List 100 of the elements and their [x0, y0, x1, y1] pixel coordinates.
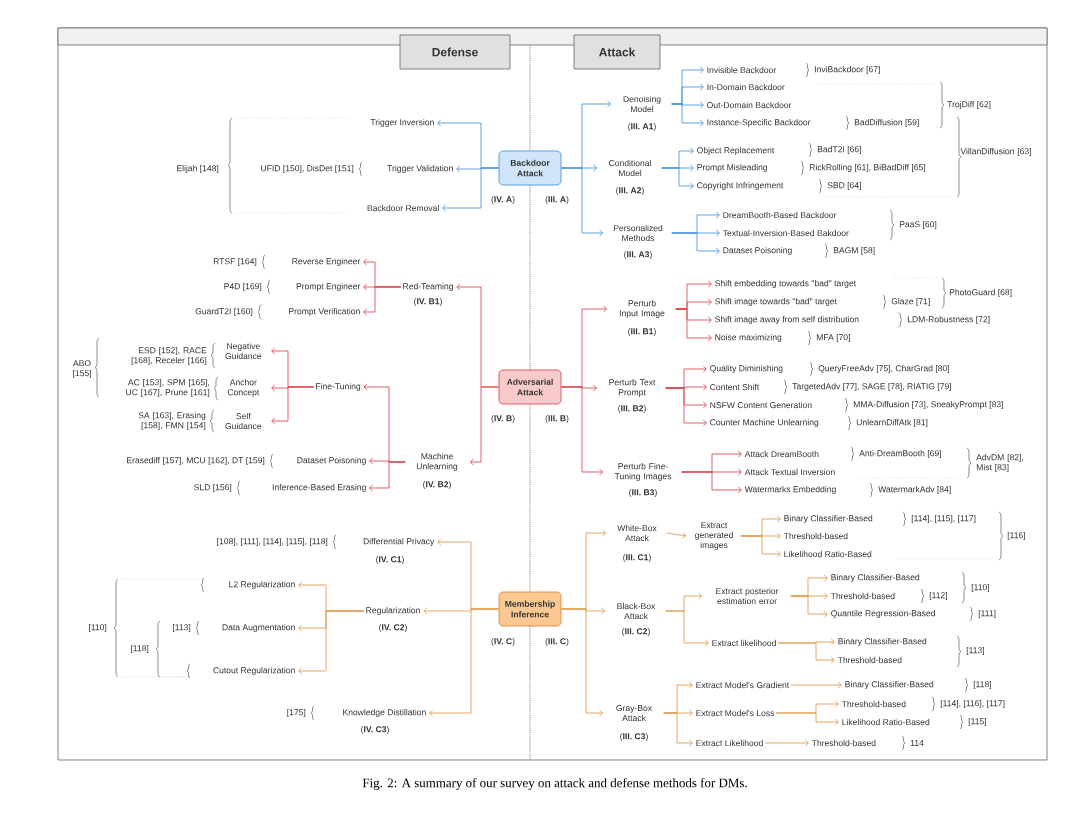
citation-label: 114: [910, 740, 924, 746]
section-number: (IV. C): [491, 638, 515, 646]
branch-label: Binary Classifier-Based: [784, 515, 873, 523]
branch-label: Knowledge Distillation: [343, 709, 426, 717]
branch-label: Quality Diminishing: [710, 365, 783, 373]
branch-label: Threshold-based: [841, 700, 906, 708]
branch-label: In-Domain Backdoor: [707, 83, 785, 91]
branch-label: Dataset Poisoning: [723, 247, 792, 255]
section-number: (III. C): [545, 638, 569, 646]
branch-label: Attack DreamBooth: [744, 450, 819, 458]
branch-label: Data Augmentation: [222, 624, 295, 632]
caption: Fig. 2: A summary of our survey on attack and defense methods for DMs.: [362, 778, 747, 790]
section-number: (III. C1): [623, 554, 651, 562]
branch-label: Binary Classifier-Based: [838, 638, 927, 646]
citation-label: TrojDiff [62]: [947, 101, 991, 109]
citation-label: WatermarkAdv [84]: [878, 486, 951, 494]
arrow: [561, 386, 604, 476]
branch-label: Instance-Specific Backdoor: [707, 119, 811, 127]
citation-label: [118]: [973, 681, 991, 689]
citation-label: TargetedAdv [77], SAGE [78], RIATIG [79]: [792, 383, 951, 391]
citation-label: [114], [116], [117]: [940, 700, 1005, 708]
branch-label: Counter Machine Unlearning: [710, 419, 819, 427]
citation-label: Anti-DreamBooth [69]: [859, 450, 941, 458]
branch-label: Copyright Infringement: [697, 182, 784, 190]
branch-label: Self Guidance: [225, 412, 262, 430]
citation-label: [116]: [1007, 532, 1025, 540]
branch-label: Quantile Regression-Based: [831, 610, 935, 618]
branch-label: Fine-Tuning: [316, 383, 361, 391]
branch-label: Prompt Misleading: [697, 164, 768, 172]
section-header-box: Defense: [399, 34, 511, 70]
branch-label: Threshold-based: [811, 739, 876, 747]
arrow: [775, 712, 839, 726]
branch-label: Binary Classifier-Based: [845, 681, 934, 689]
branch-label: Dataset Poisoning: [297, 457, 366, 465]
branch-label: Prompt Verification: [289, 308, 360, 316]
citation-label: ESD [152], RACE [168], Receler [166]: [131, 347, 207, 365]
branch-label: Conditional Model: [609, 159, 651, 177]
section-number: (III. B): [545, 415, 569, 423]
branch-label: Shift image away from self distribution: [715, 316, 859, 324]
citation-label: MMA-Diffusion [73], SneakyPrompt [83]: [853, 401, 1003, 409]
arrow: [665, 610, 709, 647]
citation-label: LDM-Robustness [72]: [907, 316, 990, 324]
branch-label: Attack Textual Inversion: [744, 468, 835, 476]
section-number: (IV. C1): [376, 556, 404, 564]
arrow: [561, 608, 604, 717]
citation-label: [110]: [89, 624, 107, 632]
branch-label: L2 Regularization: [229, 581, 295, 589]
branch-label: Inference-Based Erasing: [272, 484, 366, 492]
citation-label: QueryFreeAdv [75], CharGrad [80]: [818, 365, 949, 373]
section-number: (IV. B2): [423, 481, 451, 489]
branch-label: Noise maximizing: [715, 334, 782, 342]
branch-label: Invisible Backdoor: [707, 66, 777, 74]
branch-label: Watermarks Embedding: [744, 486, 836, 494]
section-number: (IV. B1): [414, 298, 442, 306]
citation-label: Elijah [148]: [177, 165, 219, 173]
branch-label: Content Shift: [710, 383, 760, 391]
branch-label: Negative Guidance: [225, 342, 262, 360]
branch-label: Machine Unlearning: [416, 453, 458, 471]
category-box: Backdoor Attack: [498, 150, 562, 186]
branch-label: Red-Teaming: [403, 283, 453, 291]
branch-label: Perturb Input Image: [619, 300, 665, 318]
arrow: [740, 535, 781, 558]
branch-label: Extract Likelihood: [696, 739, 763, 747]
branch-label: Extract Model's Gradient: [696, 681, 790, 689]
citation-label: BadT2I [66]: [817, 146, 861, 154]
arrow: [790, 595, 828, 618]
citation-label: [175]: [287, 709, 306, 717]
branch-label: Object Replacement: [697, 147, 775, 155]
branch-label: Likelihood Ratio-Based: [784, 550, 872, 558]
branch-label: Backdoor Removal: [367, 204, 439, 212]
citation-label: BadDiffusion [59]: [854, 119, 919, 127]
branch-label: Threshold-based: [837, 656, 902, 664]
citation-label: [108], [111], [114], [115], [118]: [217, 538, 328, 546]
citation-label: [112]: [929, 592, 947, 600]
section-number: (IV. C3): [361, 726, 389, 734]
citation-label: PaaS [60]: [899, 221, 937, 229]
branch-label: Extract likelihood: [712, 639, 776, 647]
arrow: [561, 167, 604, 237]
branch-label: Shift image towards "bad" target: [715, 298, 837, 306]
arrow: [442, 167, 499, 212]
arrow: [298, 610, 365, 675]
category-box: Adversarial Attack: [498, 369, 562, 405]
arrow: [429, 608, 499, 717]
citation-label: [113]: [173, 624, 191, 632]
citation-label: PhotoGuard [68]: [949, 289, 1012, 297]
citation-label: BAGM [58]: [833, 247, 875, 255]
citation-label: [110]: [971, 584, 989, 592]
citation-label: [111]: [978, 610, 996, 618]
arrow: [665, 387, 707, 427]
branch-label: Extract posterior estimation error: [716, 587, 779, 605]
citation-label: ABO [155]: [73, 360, 91, 378]
citation-label: P4D [169]: [224, 283, 262, 291]
branch-label: Threshold-based: [783, 532, 848, 540]
branch-label: Shift embedding towards "bad" target: [715, 280, 856, 288]
section-number: (III. C2): [622, 628, 650, 636]
section-header-box: Attack: [573, 34, 661, 70]
arrow: [671, 232, 720, 255]
arrow: [663, 712, 693, 747]
section-number: (IV. A): [491, 196, 515, 204]
section-number: (III. A1): [628, 123, 656, 131]
